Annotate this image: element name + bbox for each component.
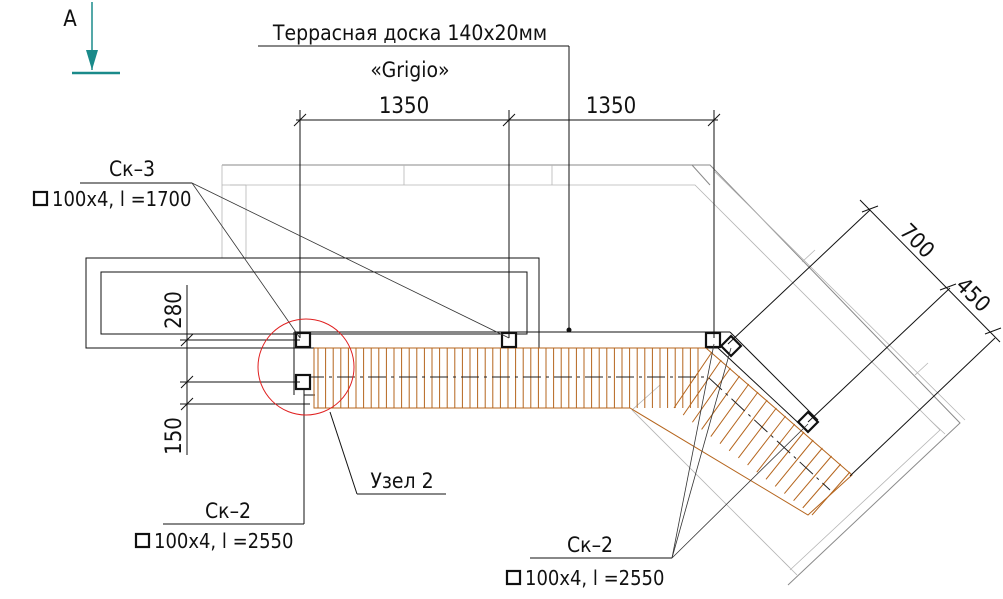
board-note-line2: «Grigio»	[370, 58, 449, 82]
dimension-vertical: 280 150	[162, 285, 310, 455]
deck-board	[728, 399, 768, 452]
dimension-angled-outer: 700	[894, 219, 938, 263]
deck-board	[802, 463, 842, 509]
dimension-top: 1350 1350	[293, 94, 721, 338]
square-section-icon	[32, 190, 49, 207]
deck-board	[793, 455, 832, 502]
callout-sk3-mark: Ск–3	[109, 157, 155, 181]
callout-sk2-right-spec: 100x4, l =2550	[525, 566, 664, 590]
deck-board	[774, 439, 814, 487]
callout-sk2-left-spec: 100x4, l =2550	[154, 529, 293, 553]
deck-board	[765, 431, 805, 480]
deck-board	[701, 375, 741, 430]
callout-sk2-left-mark: Ск–2	[205, 499, 251, 523]
detail-circle	[257, 318, 355, 416]
decking-straight	[317, 348, 699, 408]
detail-node: Узел 2	[257, 318, 446, 495]
dimension-vertical-upper: 280	[162, 291, 187, 329]
board-note-line1: Террасная доска 140x20мм	[272, 21, 547, 45]
callout-sk3: Ск–3 100x4, l =1700	[32, 157, 510, 339]
deck-board	[719, 391, 759, 444]
dimension-angled: 700 450	[727, 199, 1002, 477]
deck-board	[756, 423, 796, 473]
deck-board	[682, 359, 722, 416]
view-marker: A	[63, 2, 120, 75]
post-sk3-right	[704, 331, 722, 349]
callout-sk2-right-mark: Ск–2	[567, 533, 613, 557]
view-marker-label: A	[63, 7, 77, 32]
dimension-vertical-lower: 150	[162, 417, 187, 455]
deck-board	[784, 447, 823, 494]
deck-board	[691, 367, 731, 423]
view-arrow-icon	[86, 50, 98, 70]
decking-angled	[673, 351, 851, 516]
building-outline	[221, 164, 966, 586]
deck-board	[673, 351, 713, 409]
callout-sk3-spec: 100x4, l =1700	[52, 187, 191, 211]
dimension-span-right: 1350	[586, 94, 636, 119]
dimension-angled-inner: 450	[950, 273, 994, 317]
dimension-span-left: 1350	[379, 94, 429, 119]
square-section-icon	[505, 569, 522, 586]
base-frame	[85, 257, 540, 349]
callout-sk2-right: Ск–2 100x4, l =2550	[505, 343, 809, 590]
board-note: Террасная доска 140x20мм «Grigio»	[258, 21, 570, 330]
post-sk2-corner	[719, 334, 743, 358]
square-section-icon	[134, 532, 151, 549]
node-label: Узел 2	[370, 469, 433, 493]
deck-board	[738, 407, 777, 459]
callout-sk2-left: Ск–2 100x4, l =2550	[134, 390, 305, 553]
deck-board	[747, 415, 786, 466]
axis-centerline	[306, 376, 831, 491]
deck-board	[710, 383, 750, 437]
